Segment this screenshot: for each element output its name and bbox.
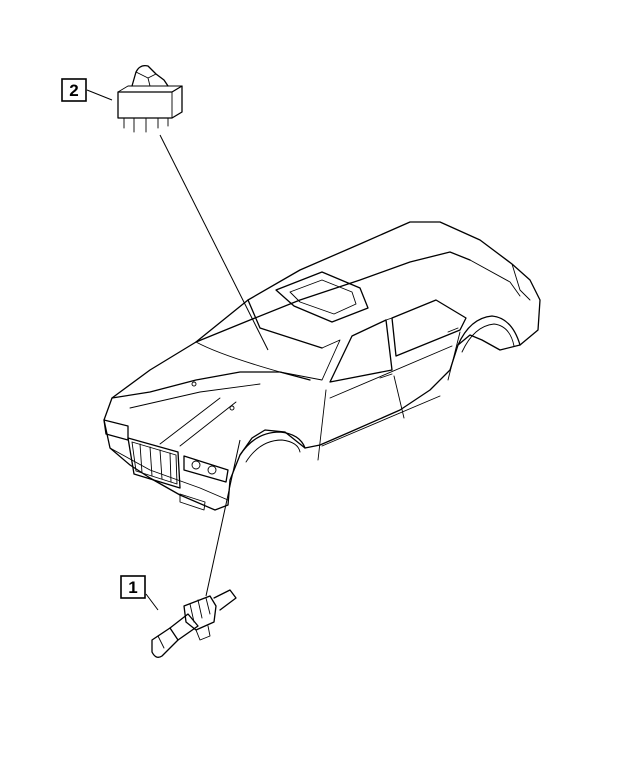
vehicle-outline: [103, 221, 541, 511]
callout-2-leader: [86, 89, 113, 101]
relay-leader: [159, 134, 269, 351]
callout-1-leader: [145, 593, 159, 611]
callout-2-box: [61, 78, 87, 102]
callout-1-label: 1: [128, 578, 137, 597]
callout-1[interactable]: 1: [120, 575, 146, 599]
relay-part[interactable]: [117, 64, 183, 133]
brake-switch-part[interactable]: [151, 589, 237, 658]
callout-2-label: 2: [69, 81, 78, 100]
callout-1-box: [120, 575, 146, 599]
switch-leader: [205, 439, 241, 597]
callout-2[interactable]: 2: [61, 78, 87, 102]
